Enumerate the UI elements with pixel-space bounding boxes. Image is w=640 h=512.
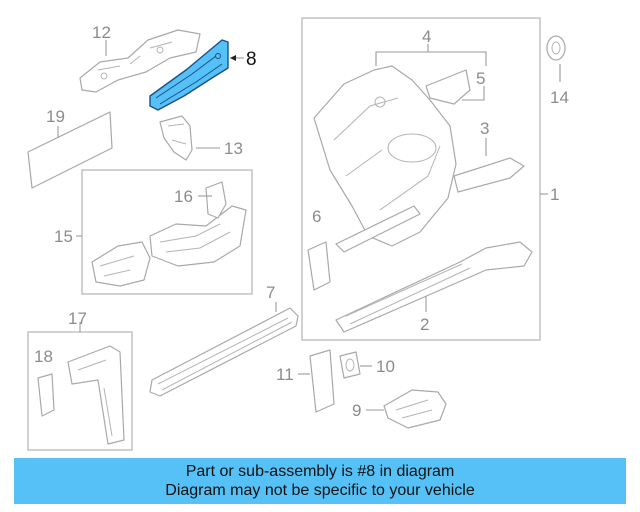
callout-6: 6 [312,207,321,226]
callout-4: 4 [422,27,431,46]
part-13 [159,115,193,161]
part-7 [149,307,299,397]
callout-12: 12 [92,23,111,42]
callout-11: 11 [276,365,294,384]
callout-18: 18 [34,347,53,366]
callout-2: 2 [420,315,429,334]
caption-line-2: Diagram may not be specific to your vehi… [165,482,475,499]
part-12 [79,29,201,93]
part-2 [335,241,533,333]
part-9 [383,389,447,429]
part-14 [546,35,566,61]
group-box-1 [301,17,541,341]
callout-14: 14 [550,88,569,107]
callout-16: 16 [174,187,193,206]
callout-8: 8 [246,49,257,70]
part-16 [205,181,227,219]
callout-15: 15 [54,227,73,246]
part-18 [37,373,55,417]
part-10 [339,351,361,379]
callout-19: 19 [46,107,65,126]
caption-line-1: Part or sub-assembly is #8 in diagram [185,463,455,480]
part-15-assembly [91,205,247,287]
callout-13: 13 [224,139,243,158]
part-8 [149,39,229,111]
part-info-banner: Part or sub-assembly is #8 in diagram Di… [14,458,626,504]
callout-17: 17 [68,309,87,328]
part-17-assembly [67,345,125,445]
callout-10: 10 [376,357,395,376]
part-11 [309,349,335,413]
group-box-15 [81,169,253,295]
callout-7: 7 [266,283,275,302]
part-1-assembly [313,65,525,253]
callout-1: 1 [550,185,559,204]
part-5 [425,69,471,105]
part-6 [307,241,331,291]
callout-3: 3 [480,119,489,138]
callout-5: 5 [476,69,485,88]
part-19 [27,111,113,189]
callout-9: 9 [352,401,361,420]
